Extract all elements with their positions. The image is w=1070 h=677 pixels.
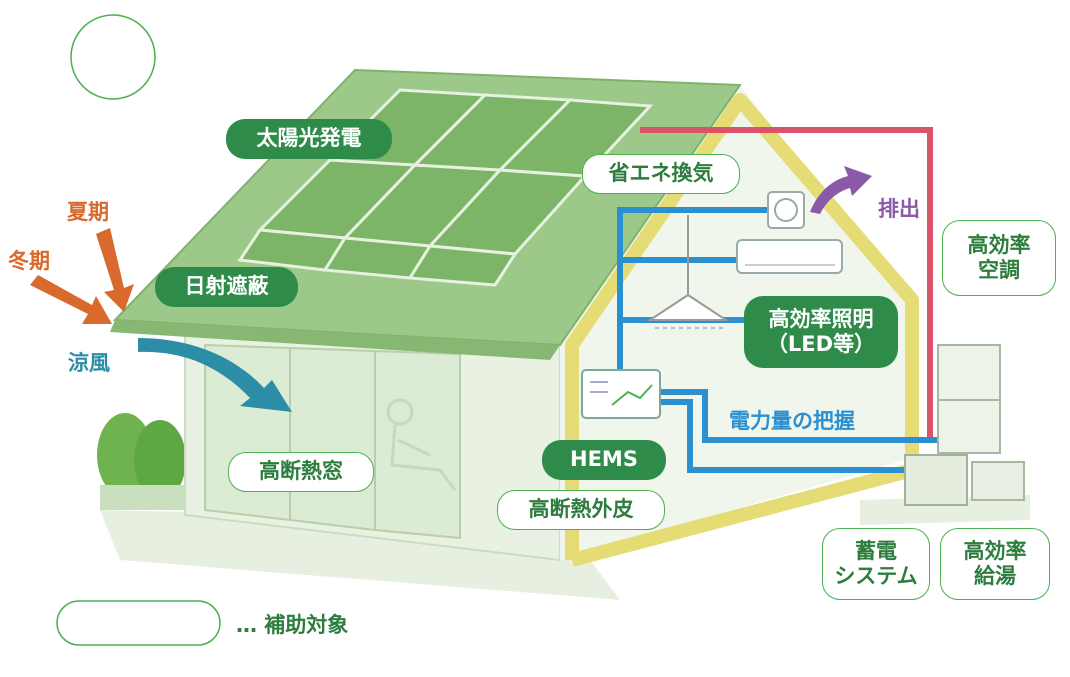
refrigerator-icon — [937, 344, 1001, 454]
breeze-arrow-icon — [138, 338, 292, 412]
label-hems: HEMS — [542, 440, 666, 480]
label-high-insulation-envelope: 高断熱外皮 — [497, 490, 665, 530]
lighting-line-1: 高効率照明 — [768, 306, 874, 331]
air-conditioner-icon — [736, 239, 843, 274]
hems-monitor-icon — [581, 369, 661, 419]
label-exhaust: 排出 — [878, 197, 920, 221]
person-icon — [386, 398, 457, 491]
label-high-efficiency-aircon: 高効率 空調 — [942, 220, 1056, 296]
label-summer: 夏期 — [67, 200, 109, 224]
label-solar-shading: 日射遮蔽 — [155, 267, 298, 307]
storage-line-1: 蓄電 — [855, 538, 897, 563]
aircon-line-2: 空調 — [978, 258, 1020, 282]
legend-circle-icon — [70, 14, 156, 100]
exhaust-arrow-icon — [810, 166, 872, 214]
solar-panel-icon — [237, 88, 654, 287]
control-lines-blue — [617, 207, 940, 473]
power-line-red — [640, 127, 933, 440]
label-storage-system: 蓄電 システム — [822, 528, 930, 600]
ventilation-fan-icon — [767, 191, 805, 229]
label-high-efficiency-water-heater: 高効率 給湯 — [940, 528, 1050, 600]
roof-edge — [110, 320, 560, 360]
label-cool-breeze: 涼風 — [68, 351, 110, 375]
label-power-monitoring: 電力量の把握 — [729, 409, 855, 433]
winter-sun-arrow-icon — [30, 275, 112, 324]
storage-battery-icon — [904, 454, 968, 506]
aircon-line-1: 高効率 — [967, 232, 1031, 257]
legend-text: … 補助対象 — [236, 613, 349, 637]
label-high-efficiency-lighting: 高効率照明 （LED等） — [744, 296, 898, 368]
water-line-2: 給湯 — [974, 564, 1016, 588]
label-high-insulation-window: 高断熱窓 — [228, 452, 374, 492]
label-winter: 冬期 — [8, 249, 50, 273]
legend-pill-icon — [56, 600, 221, 646]
label-ventilation: 省エネ換気 — [582, 154, 740, 194]
label-solar-power: 太陽光発電 — [226, 119, 392, 159]
water-line-1: 高効率 — [963, 538, 1027, 563]
ceiling-lamp-icon — [646, 215, 730, 329]
summer-sun-arrow-icon — [96, 228, 134, 312]
storage-line-2: システム — [834, 564, 918, 588]
water-heater-icon — [971, 461, 1025, 501]
lighting-line-2: （LED等） — [766, 332, 876, 356]
bushes-icon — [97, 413, 190, 510]
